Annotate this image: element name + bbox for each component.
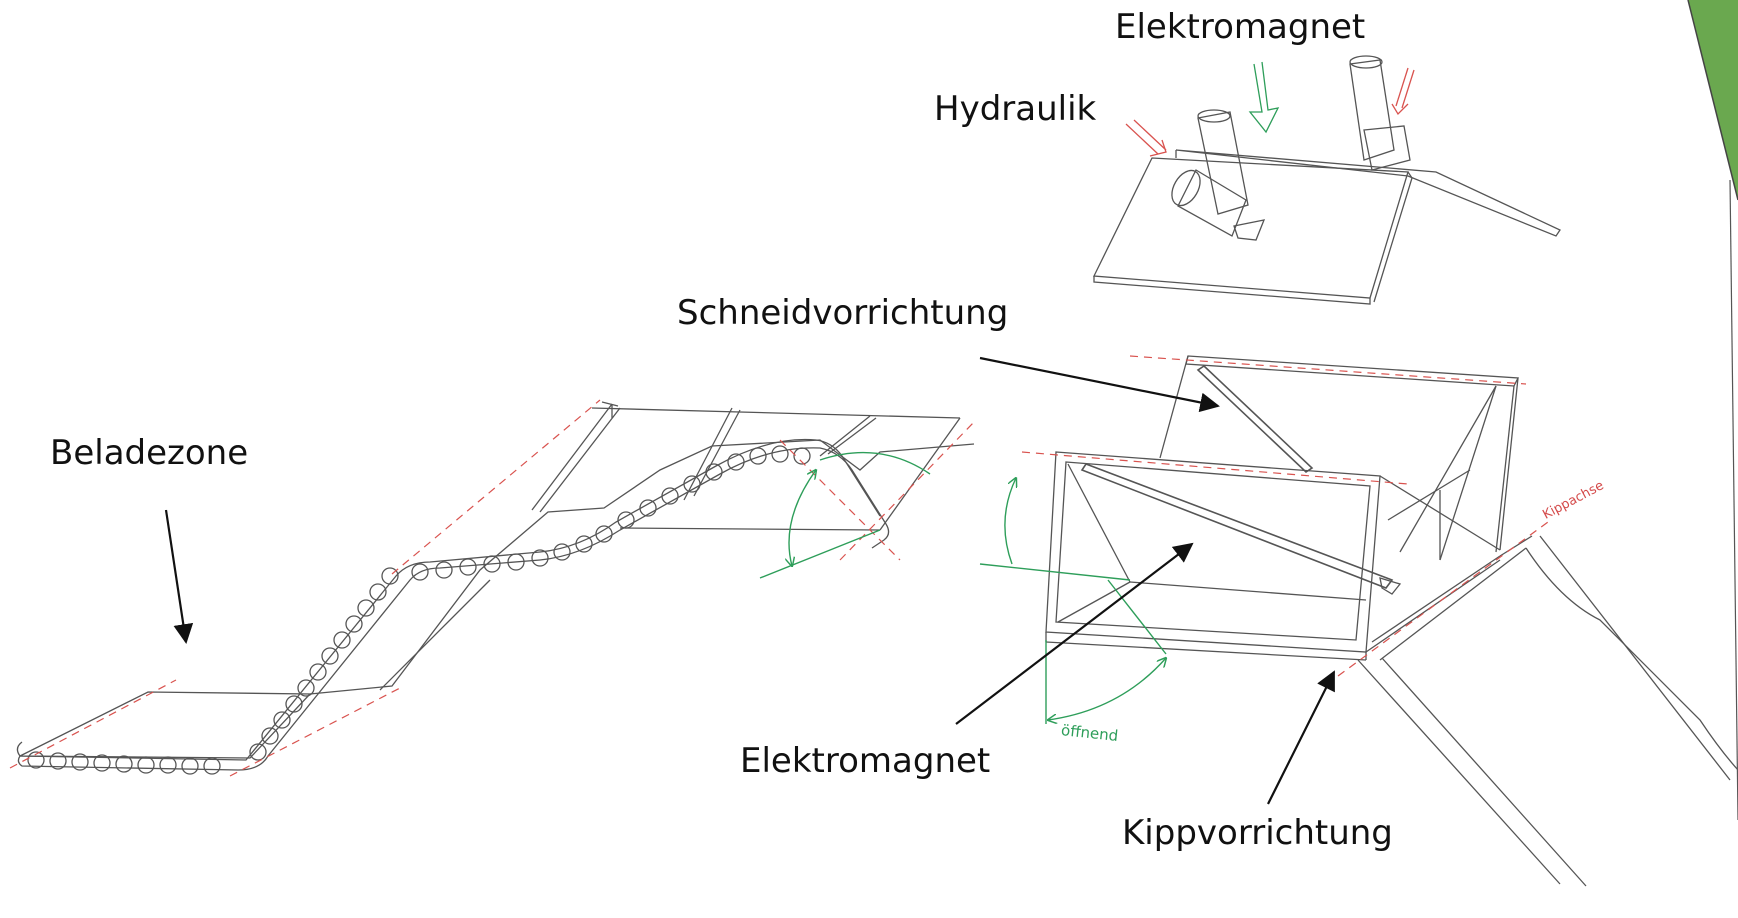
conveyor-rotation-arc: [759, 451, 931, 579]
top-magnet-plate-sketch: [1092, 55, 1561, 305]
label-arrows: [164, 356, 1335, 805]
box-rotation-arcs: [979, 478, 1166, 724]
slide-corner-accent: [1687, 0, 1738, 821]
arrow-schneidvorrichtung: [979, 356, 1220, 413]
label-elektromagnet-top: Elektromagnet: [1115, 7, 1366, 47]
conveyor-rollers: [27, 445, 811, 775]
label-elektromagnet-bottom: Elektromagnet: [740, 741, 991, 781]
arrow-beladezone: [164, 509, 194, 644]
box-axes: [1021, 355, 1549, 677]
tipping-box-sketch: [979, 355, 1738, 887]
arrow-kippvorrichtung: [1267, 670, 1335, 805]
label-schneidvorrichtung: Schneidvorrichtung: [677, 293, 1009, 333]
label-kippvorrichtung: Kippvorrichtung: [1122, 813, 1393, 853]
arrow-elektromagnet-bottom: [955, 542, 1194, 725]
label-beladezone: Beladezone: [50, 433, 249, 473]
label-hydraulik: Hydraulik: [934, 89, 1097, 129]
conveyor-sketch: [9, 399, 977, 777]
